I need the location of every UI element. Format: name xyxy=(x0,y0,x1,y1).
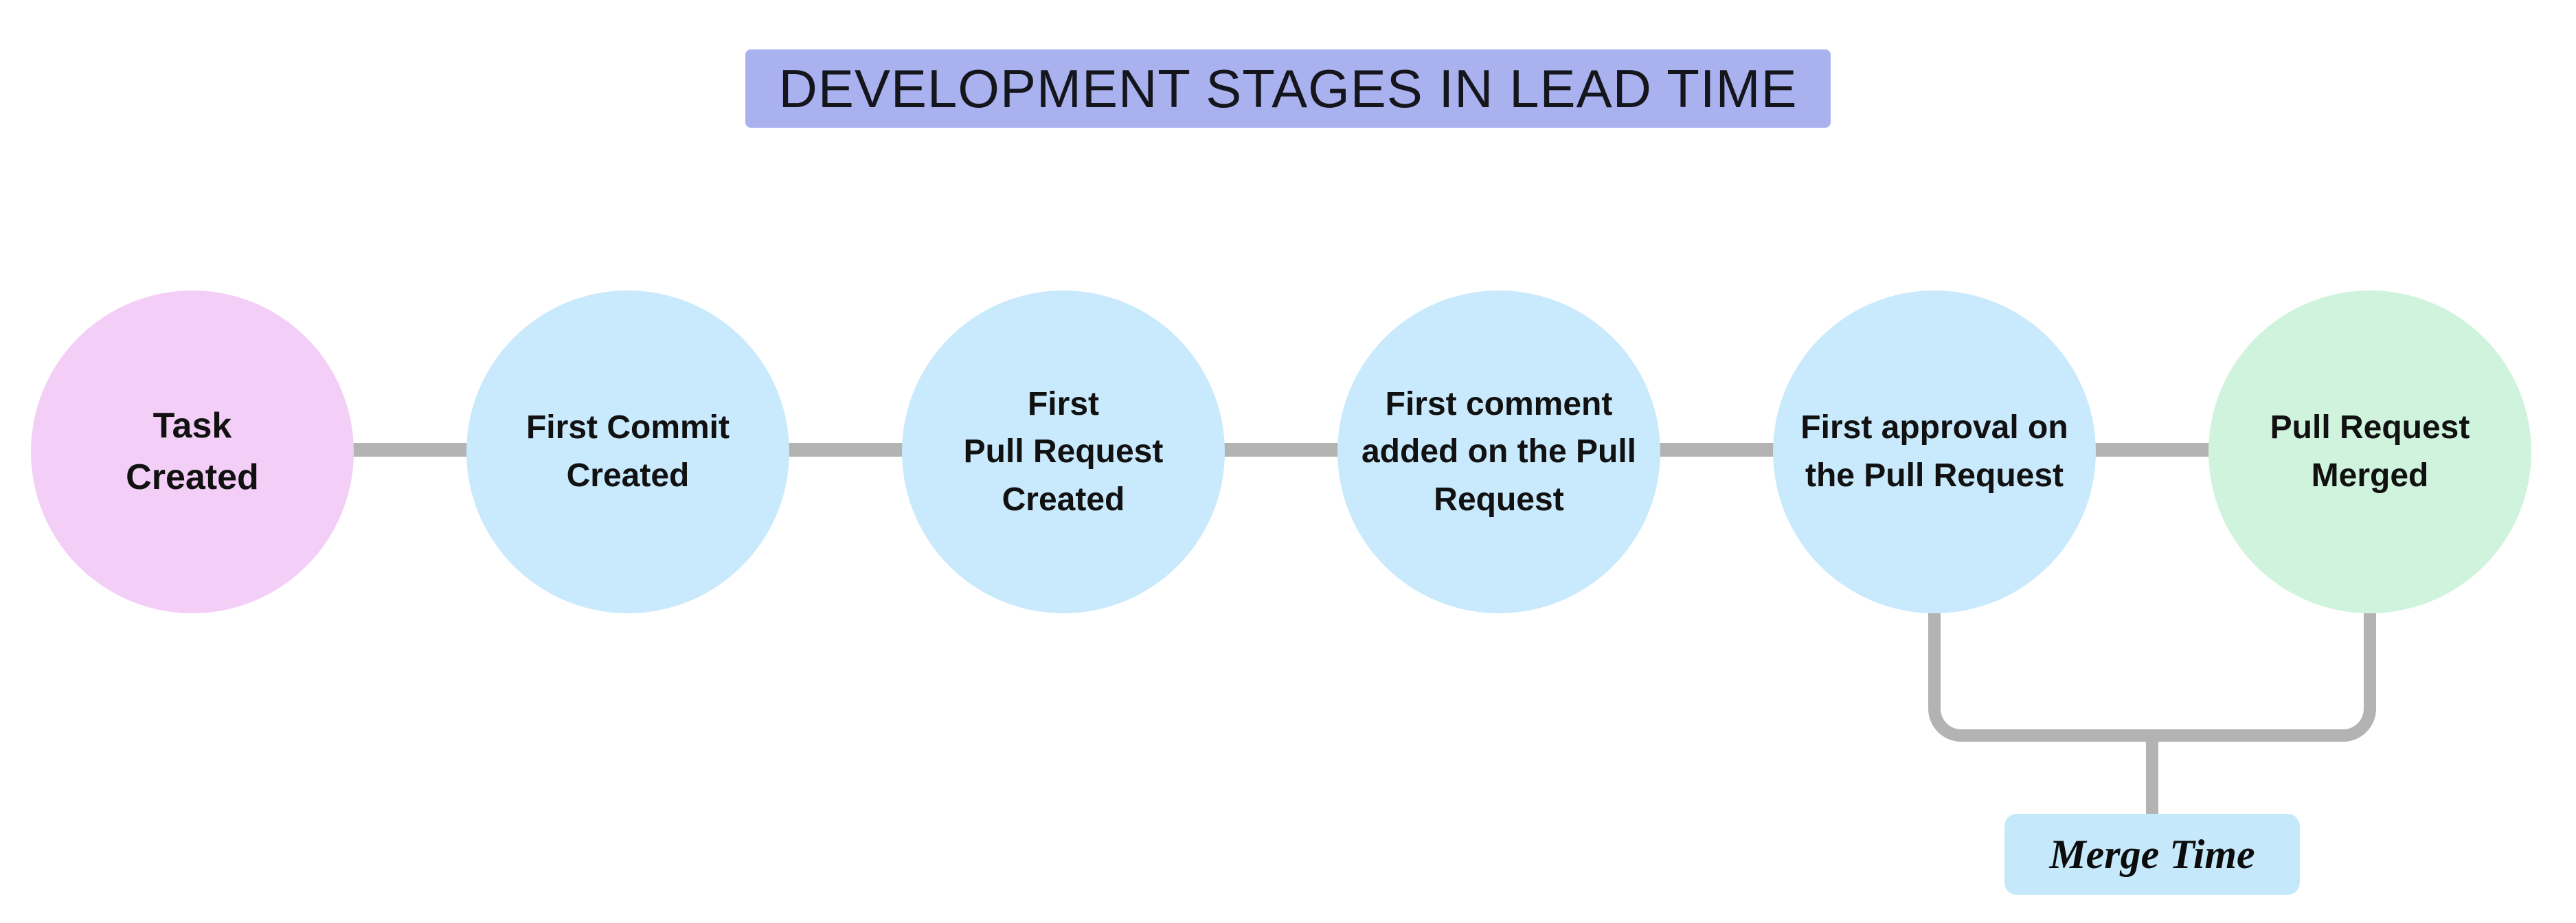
merge-time-bracket xyxy=(1928,613,2376,742)
stage-circle-task-created: Task Created xyxy=(31,290,354,613)
stage-circle-pull-request-merged: Pull Request Merged xyxy=(2208,290,2531,613)
stage-circle-first-commit: First Commit Created xyxy=(466,290,789,613)
merge-time-label: Merge Time xyxy=(2004,814,2300,895)
diagram-title: DEVELOPMENT STAGES IN LEAD TIME xyxy=(745,49,1831,128)
merge-time-stem xyxy=(2146,740,2158,814)
stage-circle-first-pull-request: First Pull Request Created xyxy=(902,290,1225,613)
stage-label-first-comment: First comment added on the Pull Request xyxy=(1361,385,1636,518)
stage-label-pull-request-merged: Pull Request Merged xyxy=(2270,409,2470,494)
stage-circle-first-comment: First comment added on the Pull Request xyxy=(1337,290,1660,613)
stage-label-first-commit: First Commit Created xyxy=(526,409,730,494)
stage-circle-first-approval: First approval on the Pull Request xyxy=(1773,290,2096,613)
stage-label-first-approval: First approval on the Pull Request xyxy=(1800,409,2068,494)
stage-label-first-pull-request: First Pull Request Created xyxy=(963,385,1164,518)
stage-label-task-created: Task Created xyxy=(126,405,259,497)
